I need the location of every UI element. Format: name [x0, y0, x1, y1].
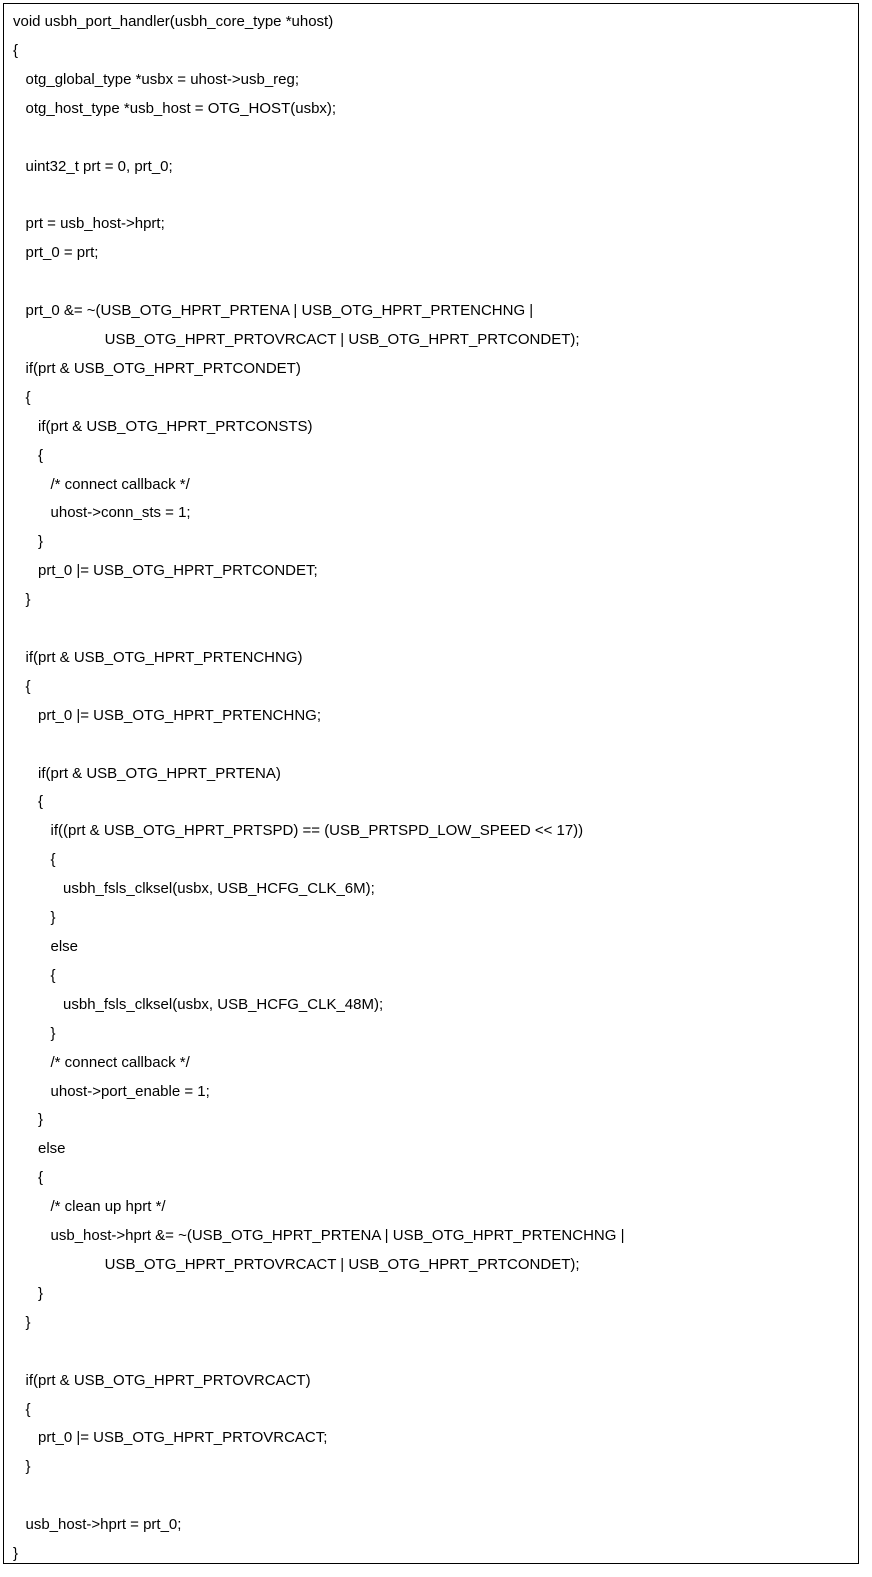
code-line: if(prt & USB_OTG_HPRT_PRTENCHNG) — [13, 648, 303, 666]
code-line: } — [13, 533, 44, 551]
code-line: uhost->conn_sts = 1; — [13, 504, 191, 522]
code-line: if(prt & USB_OTG_HPRT_PRTCONDET) — [13, 359, 301, 377]
code-line — [4, 268, 858, 297]
code-line: usb_host->hprt = prt_0; — [13, 1516, 182, 1534]
code-line: { — [13, 1400, 31, 1418]
code-line: prt_0 |= USB_OTG_HPRT_PRTCONDET; — [13, 562, 318, 580]
code-line: uhost->port_enable = 1; — [13, 1082, 210, 1100]
code-line: uint32_t prt = 0, prt_0; — [13, 157, 173, 175]
code-line: } — [13, 1458, 31, 1476]
code-line: { — [13, 677, 31, 695]
code-line: } — [13, 909, 56, 927]
code-line — [4, 615, 858, 644]
code-line: USB_OTG_HPRT_PRTOVRCACT | USB_OTG_HPRT_P… — [13, 330, 580, 348]
code-line — [4, 124, 858, 153]
code-line: } — [13, 1284, 44, 1302]
code-line: prt_0 &= ~(USB_OTG_HPRT_PRTENA | USB_OTG… — [13, 302, 534, 320]
code-line: { — [13, 388, 31, 406]
code-line: prt = usb_host->hprt; — [13, 215, 165, 233]
code-line: if(prt & USB_OTG_HPRT_PRTENA) — [13, 764, 281, 782]
code-line: } — [13, 1111, 44, 1129]
code-line — [4, 1482, 858, 1511]
code-line: { — [13, 966, 56, 984]
code-line: } — [13, 1313, 31, 1331]
code-line — [4, 1338, 858, 1367]
code-line: { — [13, 793, 44, 811]
code-line: } — [13, 1545, 19, 1563]
code-line: if((prt & USB_OTG_HPRT_PRTSPD) == (USB_P… — [13, 822, 584, 840]
code-line — [4, 731, 858, 760]
code-line: if(prt & USB_OTG_HPRT_PRTCONSTS) — [13, 417, 313, 435]
code-line: otg_global_type *usbx = uhost->usb_reg; — [13, 70, 300, 88]
code-line: prt_0 = prt; — [13, 244, 99, 262]
code-line: /* connect callback */ — [13, 1053, 190, 1071]
code-lines: void usbh_port_handler(usbh_core_type *u… — [4, 8, 858, 1569]
code-line: else — [13, 938, 79, 955]
code-line: { — [13, 446, 44, 464]
code-listing-box: void usbh_port_handler(usbh_core_type *u… — [3, 3, 859, 1564]
code-line: { — [13, 1169, 44, 1187]
code-line: /* connect callback */ — [13, 475, 190, 493]
code-line: if(prt & USB_OTG_HPRT_PRTOVRCACT) — [13, 1371, 311, 1389]
code-line — [4, 181, 858, 210]
code-line: void usbh_port_handler(usbh_core_type *u… — [13, 13, 334, 30]
code-line: usbh_fsls_clksel(usbx, USB_HCFG_CLK_48M)… — [13, 995, 384, 1013]
code-line: usbh_fsls_clksel(usbx, USB_HCFG_CLK_6M); — [13, 880, 375, 898]
code-line: /* clean up hprt */ — [13, 1198, 166, 1216]
code-line: } — [13, 1024, 56, 1042]
code-line: { — [13, 41, 19, 59]
code-line: USB_OTG_HPRT_PRTOVRCACT | USB_OTG_HPRT_P… — [13, 1255, 580, 1273]
code-line: otg_host_type *usb_host = OTG_HOST(usbx)… — [13, 99, 337, 117]
code-line: else — [13, 1140, 66, 1158]
code-line: prt_0 |= USB_OTG_HPRT_PRTOVRCACT; — [13, 1429, 328, 1447]
code-line: } — [13, 591, 31, 609]
code-line: usb_host->hprt &= ~(USB_OTG_HPRT_PRTENA … — [13, 1227, 625, 1245]
code-line: prt_0 |= USB_OTG_HPRT_PRTENCHNG; — [13, 706, 322, 724]
code-line: { — [13, 851, 56, 869]
